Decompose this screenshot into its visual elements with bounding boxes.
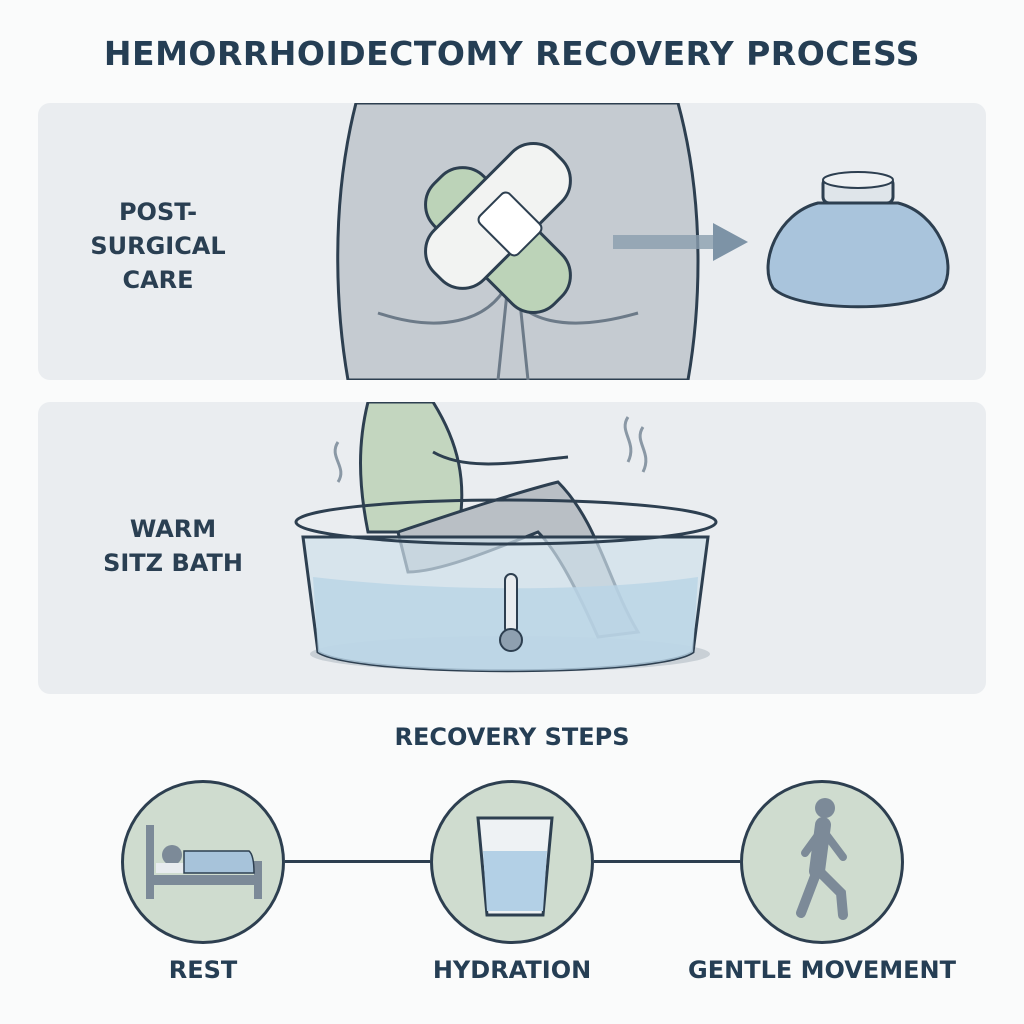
steps-title: RECOVERY STEPS	[394, 723, 630, 751]
connector-line	[594, 860, 740, 863]
arrow-right-icon	[613, 223, 748, 261]
label-line: SURGICAL	[90, 232, 226, 260]
ice-pack-icon	[766, 171, 950, 309]
steam-icon	[333, 416, 648, 483]
thermometer-icon	[499, 573, 523, 652]
bed-icon	[146, 825, 262, 899]
label-line: CARE	[122, 266, 194, 294]
step-rest	[121, 780, 285, 944]
label-line: SITZ BATH	[103, 549, 243, 577]
panel-post-surgical-care: POST- SURGICAL CARE	[38, 103, 986, 380]
step-label: GENTLE MOVEMENT	[688, 956, 956, 984]
step-label: REST	[168, 956, 238, 984]
label-line: POST-	[118, 198, 198, 226]
person-in-bath-icon	[359, 402, 641, 639]
panel-label: WARM SITZ BATH	[78, 512, 268, 580]
connector-line	[285, 860, 430, 863]
step-hydration	[430, 780, 594, 944]
page-title: HEMORRHOIDECTOMY RECOVERY PROCESS	[103, 34, 921, 73]
step-label: HYDRATION	[432, 956, 592, 984]
bandage-icon	[424, 142, 572, 314]
step-gentle-movement	[740, 780, 904, 944]
walking-person-icon	[796, 798, 848, 920]
panel-warm-sitz-bath: WARM SITZ BATH	[38, 402, 986, 694]
water-glass-icon	[476, 816, 554, 917]
panel-label: POST- SURGICAL CARE	[78, 195, 238, 297]
label-line: WARM	[129, 515, 217, 543]
